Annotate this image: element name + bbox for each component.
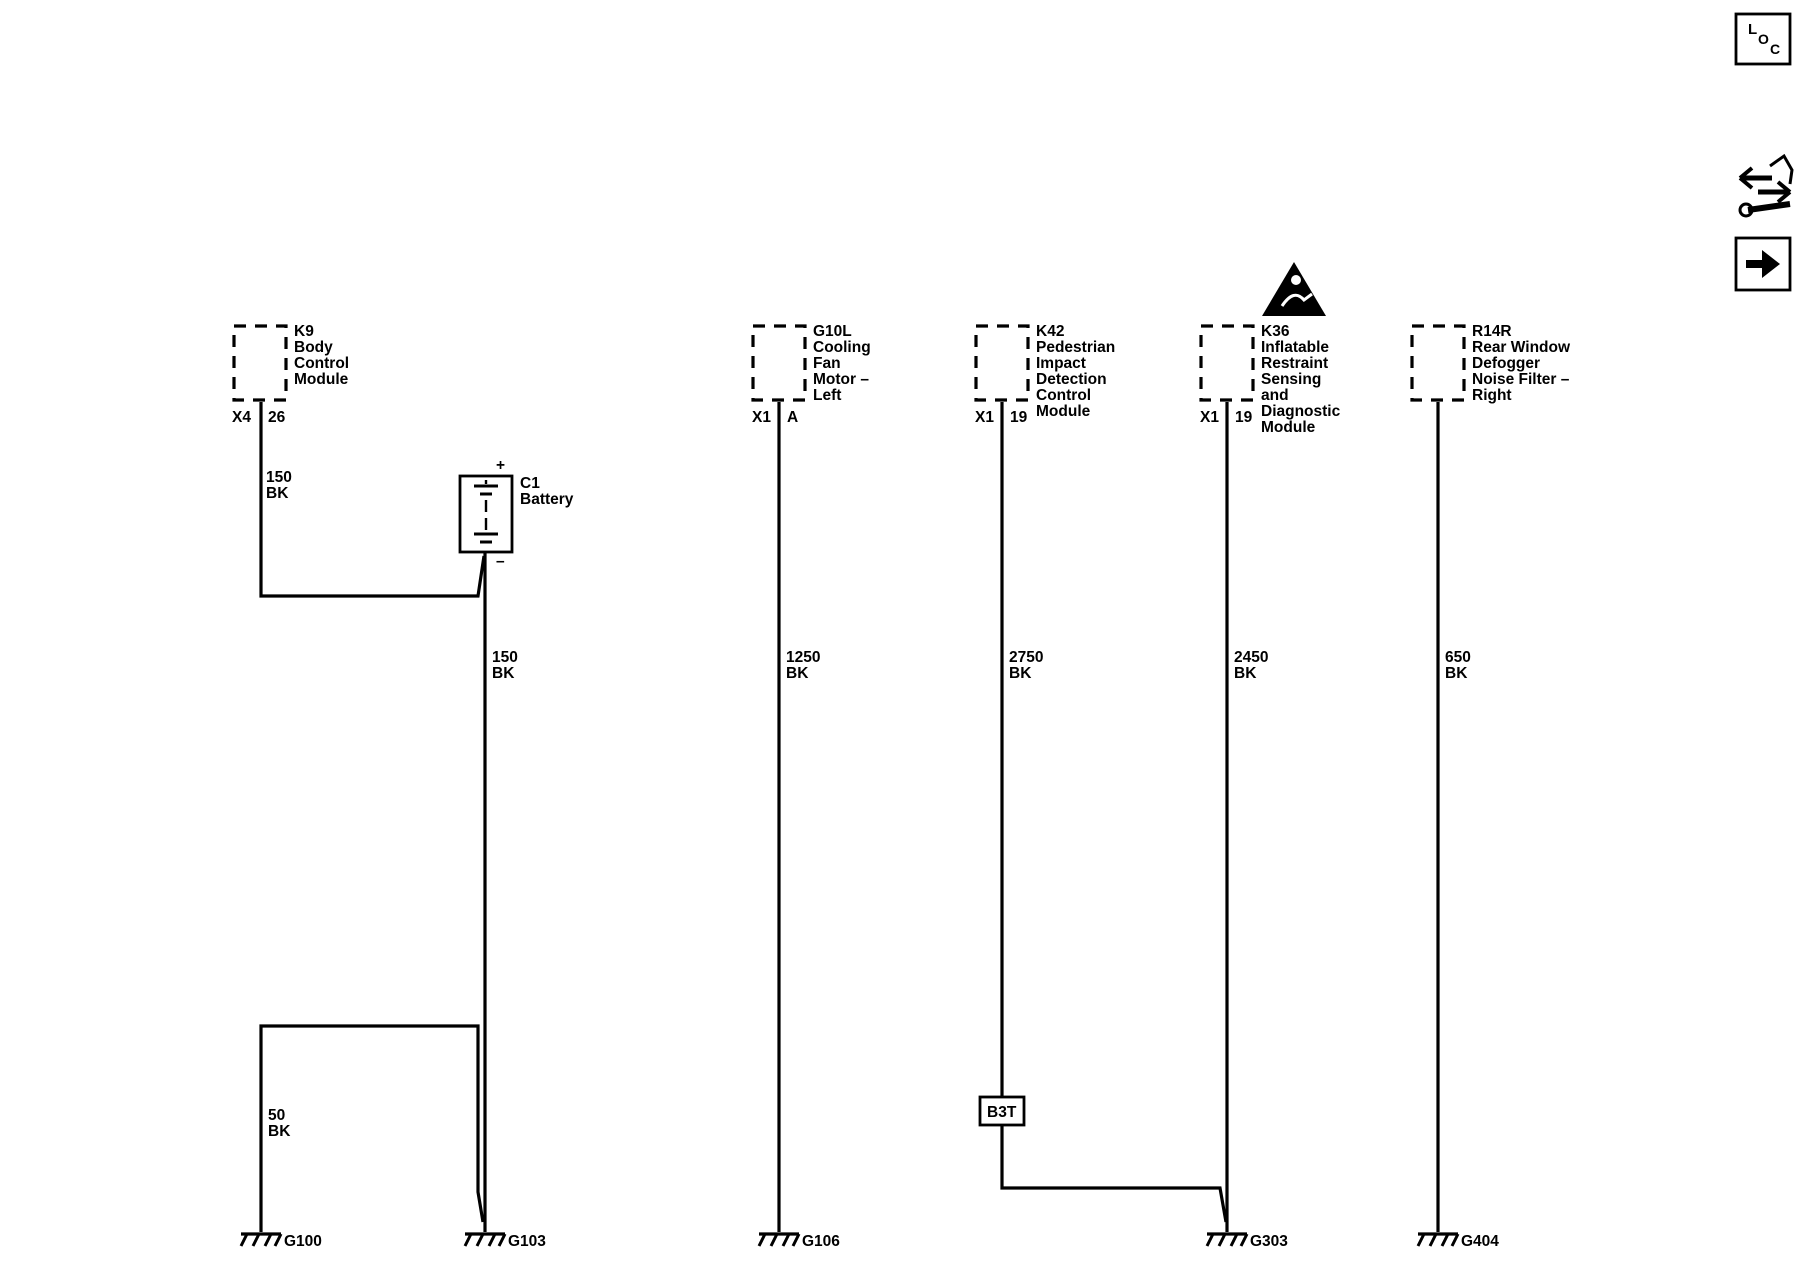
connector-label: X1 (1200, 409, 1219, 426)
battery-label-line: C1 (520, 475, 540, 492)
component-label-line: Module (1261, 419, 1316, 436)
connector-label: X1 (975, 409, 994, 426)
pin-label: A (787, 409, 798, 426)
component-label-line: Defogger (1472, 355, 1540, 372)
component-label-line: Left (813, 387, 841, 404)
wire-size: 2450 (1234, 649, 1268, 666)
ground-label: G106 (802, 1233, 840, 1250)
wire-k9-battery[interactable] (259, 402, 486, 598)
wire-size: 2750 (1009, 649, 1043, 666)
wire-size: 1250 (786, 649, 820, 666)
component-k9[interactable]: K9 Body Control Module X4 26 (232, 323, 349, 426)
wire-k42-g303[interactable] (1000, 402, 1228, 1223)
component-label-line: Pedestrian (1036, 339, 1115, 356)
component-label-line: Restraint (1261, 355, 1328, 372)
wire-color: BK (786, 665, 809, 682)
component-label-line: Noise Filter – (1472, 371, 1570, 388)
component-r14r[interactable]: R14R Rear Window Defogger Noise Filter –… (1410, 323, 1571, 404)
component-label-line: Inflatable (1261, 339, 1329, 356)
battery-label-line: Battery (520, 491, 574, 508)
wire-color: BK (1234, 665, 1257, 682)
pin-label: 19 (1010, 409, 1028, 426)
connector-label: X1 (752, 409, 771, 426)
pin-label: 26 (268, 409, 286, 426)
svg-text:O: O (1758, 31, 1769, 47)
component-label-line: Detection (1036, 371, 1107, 388)
component-label-line: Module (294, 371, 349, 388)
svg-text:C: C (1770, 41, 1780, 57)
svg-text:L: L (1748, 21, 1757, 38)
component-label-line: Sensing (1261, 371, 1321, 388)
component-label-line: Impact (1036, 355, 1086, 372)
component-label-line: Fan (813, 355, 841, 372)
wire-color: BK (1009, 665, 1032, 682)
component-label-line: K9 (294, 323, 314, 340)
ground-g103[interactable]: G103 (463, 1232, 546, 1250)
ground-g106[interactable]: G106 (757, 1232, 840, 1250)
airbag-warning-icon (1262, 262, 1326, 316)
ground-label: G404 (1461, 1233, 1499, 1250)
component-label-line: Rear Window (1472, 339, 1571, 356)
wire-color: BK (1445, 665, 1468, 682)
component-label-line: Motor – (813, 371, 869, 388)
battery-minus: – (496, 553, 505, 570)
wire-size: 50 (268, 1107, 285, 1124)
component-label-line: Right (1472, 387, 1512, 404)
ground-label: G303 (1250, 1233, 1288, 1250)
loc-icon[interactable]: L O C (1734, 12, 1792, 66)
ground-g404[interactable]: G404 (1416, 1232, 1499, 1250)
component-label-line: Diagnostic (1261, 403, 1341, 420)
wire-g100-g103[interactable] (259, 1024, 485, 1232)
wire-color: BK (492, 665, 515, 682)
splice-label: B3T (987, 1104, 1017, 1121)
component-label-line: Cooling (813, 339, 871, 356)
wire-color: BK (268, 1123, 291, 1140)
component-label-line: K36 (1261, 323, 1290, 340)
battery-plus: + (496, 457, 505, 474)
battery-symbol[interactable]: + – C1 Battery (458, 457, 574, 570)
ground-g303[interactable]: G303 (1205, 1232, 1288, 1250)
wire-size: 650 (1445, 649, 1471, 666)
component-g10l[interactable]: G10L Cooling Fan Motor – Left X1 A (751, 323, 871, 426)
component-label-line: K42 (1036, 323, 1064, 340)
wrench-hand-icon[interactable] (1738, 153, 1794, 218)
splice-b3t[interactable]: B3T (978, 1095, 1026, 1127)
ground-label: G100 (284, 1233, 322, 1250)
component-label-line: Module (1036, 403, 1091, 420)
arrow-right-icon[interactable] (1734, 236, 1792, 292)
component-label-line: G10L (813, 323, 852, 340)
component-label-line: Control (294, 355, 349, 372)
wire-size: 150 (266, 469, 292, 486)
component-k42[interactable]: K42 Pedestrian Impact Detection Control … (974, 323, 1115, 426)
wire-size: 150 (492, 649, 518, 666)
component-k36[interactable]: K36 Inflatable Restraint Sensing and Dia… (1199, 323, 1341, 436)
component-label-line: Control (1036, 387, 1091, 404)
component-label-line: and (1261, 387, 1289, 404)
component-label-line: Body (294, 339, 333, 356)
ground-g100[interactable]: G100 (239, 1232, 322, 1250)
connector-label: X4 (232, 409, 251, 426)
pin-label: 19 (1235, 409, 1253, 426)
component-label-line: R14R (1472, 323, 1512, 340)
ground-label: G103 (508, 1233, 546, 1250)
wire-color: BK (266, 485, 289, 502)
